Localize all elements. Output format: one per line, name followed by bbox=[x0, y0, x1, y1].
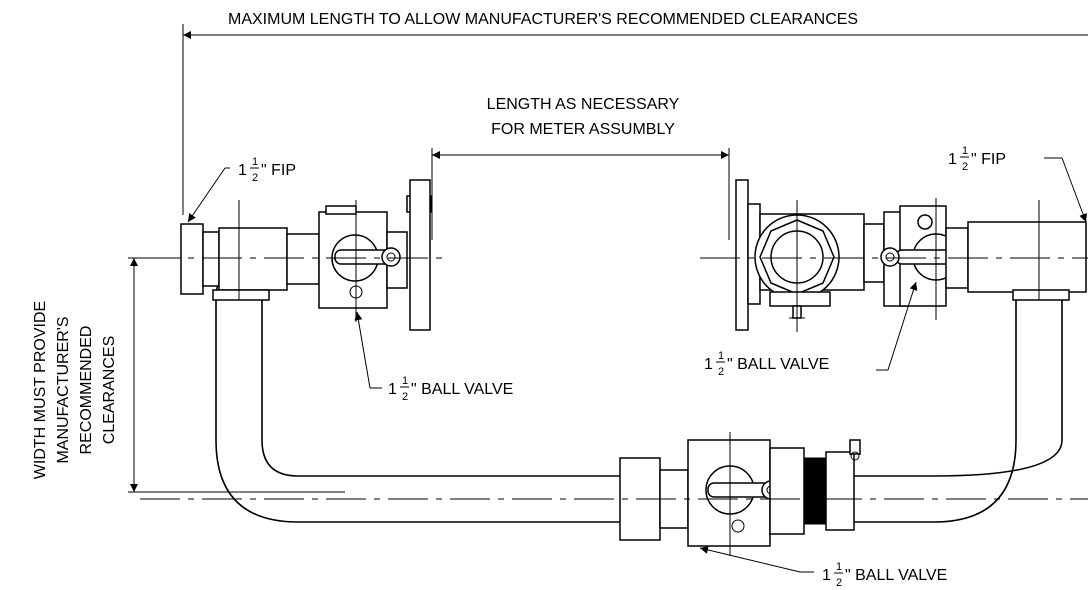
left-meter-flange bbox=[406, 179, 432, 331]
callout-right-fip: 1 1 2 " FIP bbox=[948, 145, 1087, 223]
valve-left-den: 2 bbox=[402, 391, 408, 403]
fip-left-text: " FIP bbox=[261, 162, 296, 179]
fip-left-whole: 1 bbox=[238, 162, 247, 179]
valve-right-num: 1 bbox=[718, 350, 724, 362]
valve-right-whole: 1 bbox=[704, 356, 713, 373]
callout-left-ball-valve: 1 1 2 " BALL VALVE bbox=[354, 311, 513, 403]
valve-bottom-text: " BALL VALVE bbox=[845, 567, 947, 584]
valve-left-num: 1 bbox=[402, 375, 408, 387]
width-label-line1: WIDTH MUST PROVIDE bbox=[32, 301, 49, 479]
fip-right-whole: 1 bbox=[948, 151, 957, 168]
fip-right-text: " FIP bbox=[971, 151, 1006, 168]
max-length-label: MAXIMUM LENGTH TO ALLOW MANUFACTURER'S R… bbox=[228, 11, 858, 28]
width-label-line4: CLEARANCES bbox=[101, 336, 118, 444]
valve-left-whole: 1 bbox=[388, 381, 397, 398]
fip-left-num: 1 bbox=[252, 156, 258, 168]
left-ball-valve bbox=[318, 200, 408, 322]
right-ball-valve bbox=[863, 198, 960, 320]
valve-right-text: " BALL VALVE bbox=[727, 356, 829, 373]
valve-bottom-whole: 1 bbox=[822, 567, 831, 584]
left-fip-tee bbox=[180, 200, 320, 301]
meter-length-label-line1: LENGTH AS NECESSARY bbox=[487, 96, 680, 113]
callout-bottom-ball-valve: 1 1 2 " BALL VALVE bbox=[699, 545, 947, 589]
width-label-line3: RECOMMENDED bbox=[78, 326, 95, 455]
meter-length-label-line2: FOR METER ASSUMBLY bbox=[491, 121, 675, 138]
valve-bottom-den: 2 bbox=[836, 577, 842, 589]
width-label-line2: MANUFACTURER'S bbox=[55, 316, 72, 463]
valve-right-den: 2 bbox=[718, 366, 724, 378]
right-fip-tee bbox=[945, 200, 1087, 301]
max-length-dimension: MAXIMUM LENGTH TO ALLOW MANUFACTURER'S R… bbox=[182, 11, 1088, 215]
fip-right-den: 2 bbox=[962, 161, 968, 173]
fip-right-num: 1 bbox=[962, 145, 968, 157]
callout-left-fip: 1 1 2 " FIP bbox=[187, 156, 296, 223]
valve-bottom-num: 1 bbox=[836, 561, 842, 573]
valve-left-text: " BALL VALVE bbox=[411, 381, 513, 398]
meter-length-dimension: LENGTH AS NECESSARY FOR METER ASSUMBLY bbox=[431, 96, 730, 240]
callout-right-ball-valve: 1 1 2 " BALL VALVE bbox=[704, 281, 918, 378]
bottom-ball-valve bbox=[619, 432, 861, 556]
meter-body bbox=[754, 200, 865, 332]
fip-left-den: 2 bbox=[252, 172, 258, 184]
centerlines bbox=[140, 257, 1088, 500]
